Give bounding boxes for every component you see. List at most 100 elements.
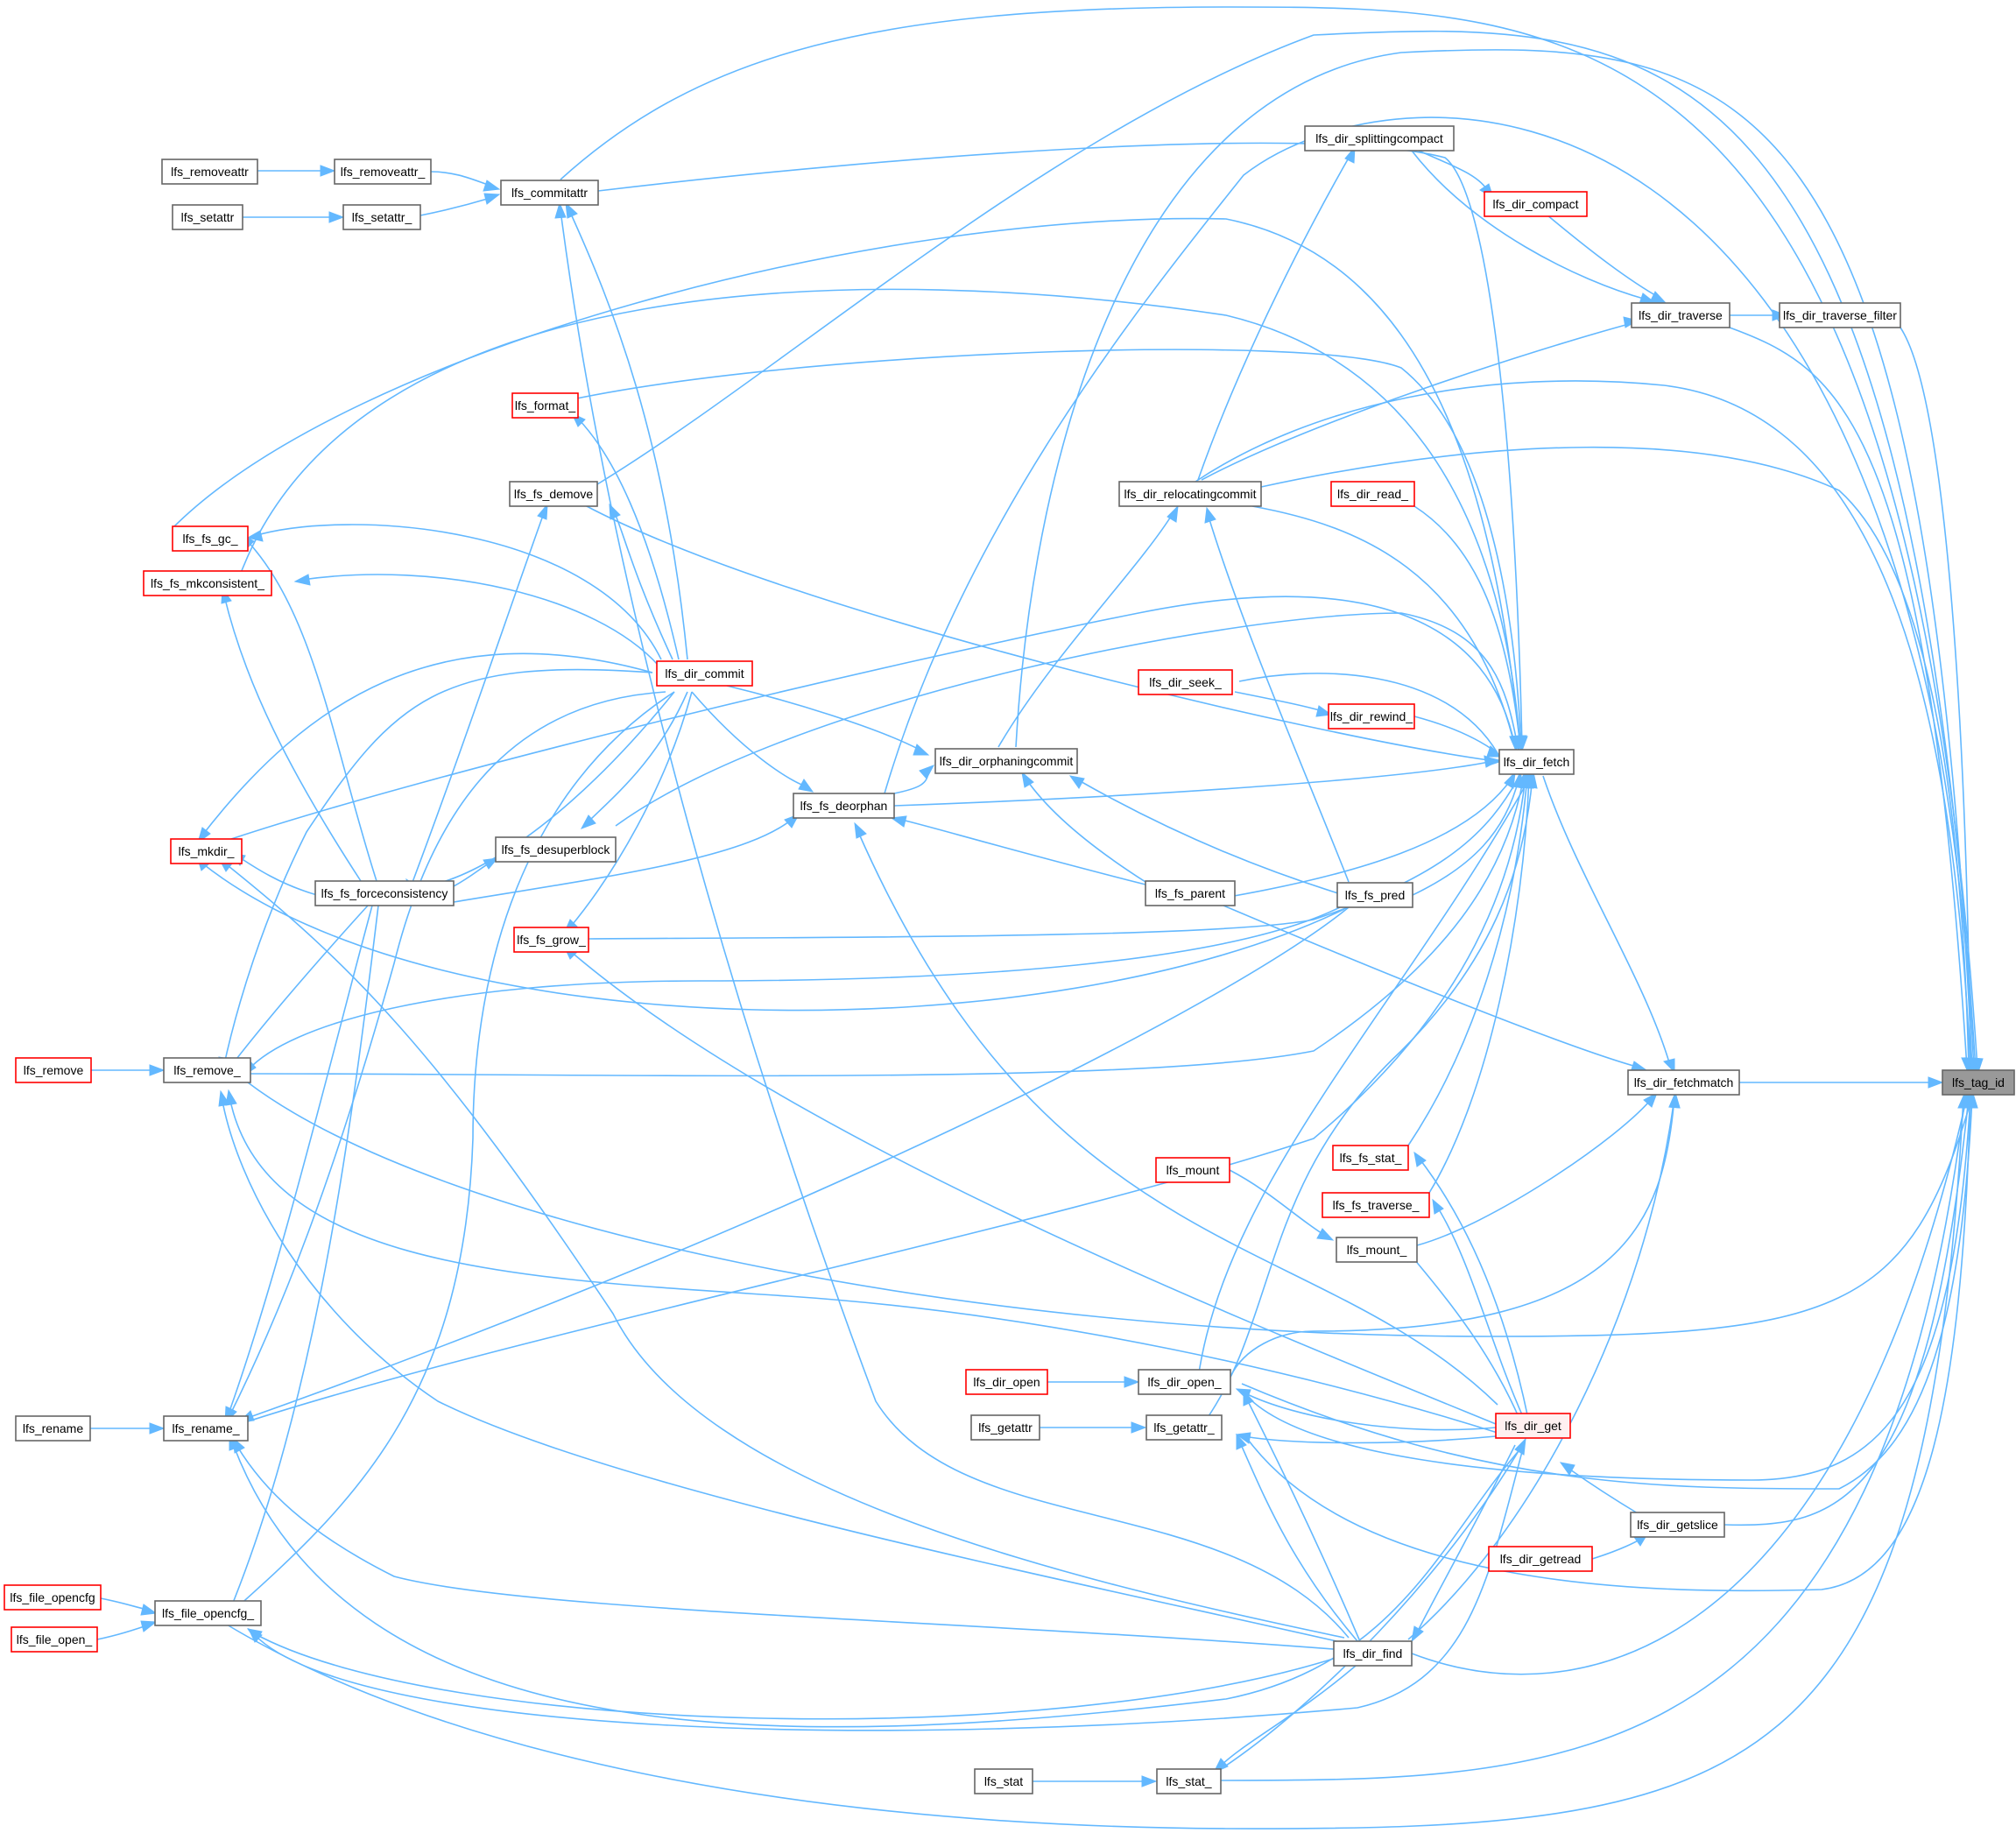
node-box (143, 570, 272, 596)
node-lfs-dir-compact[interactable]: lfs_dir_compact (1484, 191, 1588, 217)
node-lfs-file-opencfg[interactable]: lfs_file_opencfg (4, 1584, 102, 1611)
node-lfs-fs-traverse-[interactable]: lfs_fs_traverse_ (1322, 1192, 1430, 1218)
node-label: lfs_fs_parent (1155, 886, 1225, 900)
node-lfs-dir-commit[interactable]: lfs_dir_commit (656, 660, 753, 687)
node-lfs-file-open-[interactable]: lfs_file_open_ (11, 1626, 98, 1653)
node-box (154, 1600, 262, 1626)
node-box (4, 1584, 102, 1611)
node-lfs-fs-deorphan[interactable]: lfs_fs_deorphan (793, 793, 895, 819)
node-box (1118, 481, 1262, 507)
node-lfs-fs-mkconsistent-[interactable]: lfs_fs_mkconsistent_ (143, 570, 272, 596)
node-label: lfs_remove (24, 1063, 84, 1077)
node-lfs-getattr-[interactable]: lfs_getattr_ (1145, 1414, 1223, 1441)
node-lfs-dir-splittingcompact[interactable]: lfs_dir_splittingcompact (1304, 125, 1455, 152)
node-lfs-fs-pred[interactable]: lfs_fs_pred (1336, 882, 1413, 908)
node-lfs-dir-traverse[interactable]: lfs_dir_traverse (1631, 302, 1731, 328)
node-lfs-dir-open[interactable]: lfs_dir_open (965, 1369, 1048, 1395)
node-lfs-file-opencfg-[interactable]: lfs_file_opencfg_ (154, 1600, 262, 1626)
node-box (314, 880, 455, 906)
edge-forcecon-desuper (453, 857, 499, 887)
node-lfs-stat-[interactable]: lfs_stat_ (1156, 1768, 1222, 1794)
node-lfs-fs-parent[interactable]: lfs_fs_parent (1145, 880, 1236, 906)
node-label: lfs_rename_ (172, 1421, 239, 1435)
node-lfs-fs-forceconsistency[interactable]: lfs_fs_forceconsistency (314, 880, 455, 906)
node-box (1156, 1768, 1222, 1794)
edge-commit-fsgc (246, 524, 662, 660)
node-lfs-dir-seek-[interactable]: lfs_dir_seek_ (1138, 669, 1233, 695)
node-lfs-getattr[interactable]: lfs_getattr (970, 1414, 1040, 1441)
node-lfs-setattr-[interactable]: lfs_setattr_ (342, 204, 421, 230)
node-lfs-remove[interactable]: lfs_remove (15, 1057, 92, 1083)
node-lfs-mount[interactable]: lfs_mount (1155, 1157, 1230, 1183)
node-box (970, 1414, 1040, 1441)
node-box (1328, 703, 1415, 730)
edge-dirfind-getattr (1236, 1433, 1358, 1642)
node-lfs-dir-get[interactable]: lfs_dir_get (1495, 1413, 1571, 1439)
node-lfs-dir-fetchmatch[interactable]: lfs_dir_fetchmatch (1627, 1069, 1740, 1096)
edge-fileopen_-fileopencfg_ (96, 1620, 158, 1640)
node-box (513, 927, 589, 953)
node-lfs-remove-[interactable]: lfs_remove_ (163, 1057, 251, 1083)
node-label: lfs_fs_desuperblock (502, 842, 611, 857)
node-box (1304, 125, 1455, 152)
node-box (1330, 481, 1415, 507)
node-label: lfs_dir_getslice (1637, 1518, 1718, 1532)
node-label: lfs_tag_id (1952, 1075, 2005, 1089)
node-lfs-format-[interactable]: lfs_format_ (511, 392, 579, 419)
node-lfs-dir-fetch[interactable]: lfs_dir_fetch (1498, 749, 1575, 775)
node-lfs-fs-desuperblock[interactable]: lfs_fs_desuperblock (495, 836, 617, 863)
node-box (1942, 1069, 2015, 1096)
edge-commitattr-tagid (560, 6, 1984, 1074)
edge-deorphan-tagid (884, 116, 1980, 1075)
node-lfs-fs-stat-[interactable]: lfs_fs_stat_ (1332, 1145, 1409, 1171)
node-box (1145, 1414, 1223, 1441)
node-lfs-dir-getslice[interactable]: lfs_dir_getslice (1630, 1512, 1725, 1538)
node-box (1631, 302, 1731, 328)
node-lfs-rename[interactable]: lfs_rename (15, 1415, 91, 1442)
edge-forcecon-remove (222, 905, 369, 1077)
edge-dirget-fsgrow (562, 944, 1497, 1425)
node-lfs-dir-traverse-filter[interactable]: lfs_dir_traverse_filter (1779, 302, 1901, 328)
node-label: lfs_mkdir_ (179, 844, 235, 858)
edge-commit-fsmkcon (293, 574, 659, 666)
node-lfs-fs-gc-[interactable]: lfs_fs_gc_ (172, 525, 249, 552)
node-lfs-mount-[interactable]: lfs_mount_ (1336, 1237, 1418, 1263)
node-lfs-setattr[interactable]: lfs_setattr (172, 204, 243, 230)
node-lfs-stat[interactable]: lfs_stat (974, 1768, 1033, 1794)
node-label: lfs_commitattr (511, 186, 588, 200)
node-lfs-fs-demove[interactable]: lfs_fs_demove (509, 481, 598, 507)
node-box (656, 660, 753, 687)
node-lfs-dir-relocatingcommit[interactable]: lfs_dir_relocatingcommit (1118, 481, 1262, 507)
node-lfs-fs-grow-[interactable]: lfs_fs_grow_ (513, 927, 589, 953)
node-box (334, 159, 432, 185)
node-lfs-dir-find[interactable]: lfs_dir_find (1333, 1640, 1413, 1667)
node-label: lfs_fs_demove (514, 487, 593, 501)
edge-commit-commitattr (565, 201, 688, 660)
node-box (163, 1415, 249, 1442)
node-label: lfs_rename (23, 1421, 83, 1435)
node-label: lfs_dir_splittingcompact (1315, 131, 1443, 145)
node-lfs-mkdir-[interactable]: lfs_mkdir_ (170, 838, 243, 864)
node-label: lfs_fs_traverse_ (1333, 1198, 1420, 1212)
node-lfs-dir-rewind-[interactable]: lfs_dir_rewind_ (1328, 703, 1415, 730)
edge-rename-rename_ (90, 1422, 166, 1435)
node-lfs-removeattr-[interactable]: lfs_removeattr_ (334, 159, 432, 185)
edge-commit-fsdemove (609, 503, 673, 660)
node-lfs-rename-[interactable]: lfs_rename_ (163, 1415, 249, 1442)
node-lfs-dir-orphaningcommit[interactable]: lfs_dir_orphaningcommit (934, 748, 1078, 774)
node-box (161, 159, 258, 185)
edge-seek-fetch (1238, 673, 1503, 758)
node-lfs-commitattr[interactable]: lfs_commitattr (500, 180, 599, 206)
edge-forcecon-mkcon (221, 587, 362, 882)
edge-dirfind-mkdir (217, 857, 1345, 1639)
node-label: lfs_dir_read_ (1337, 487, 1408, 501)
node-lfs-dir-getread[interactable]: lfs_dir_getread (1488, 1546, 1593, 1572)
edge-remove-tagid (247, 1082, 1978, 1337)
node-lfs-removeattr[interactable]: lfs_removeattr (161, 159, 258, 185)
node-lfs-tag-id[interactable]: lfs_tag_id (1942, 1069, 2015, 1096)
node-lfs-dir-read-[interactable]: lfs_dir_read_ (1330, 481, 1415, 507)
edge-relocating-tagid (1195, 380, 1977, 1074)
node-lfs-dir-open-[interactable]: lfs_dir_open_ (1138, 1369, 1231, 1395)
node-box (15, 1057, 92, 1083)
